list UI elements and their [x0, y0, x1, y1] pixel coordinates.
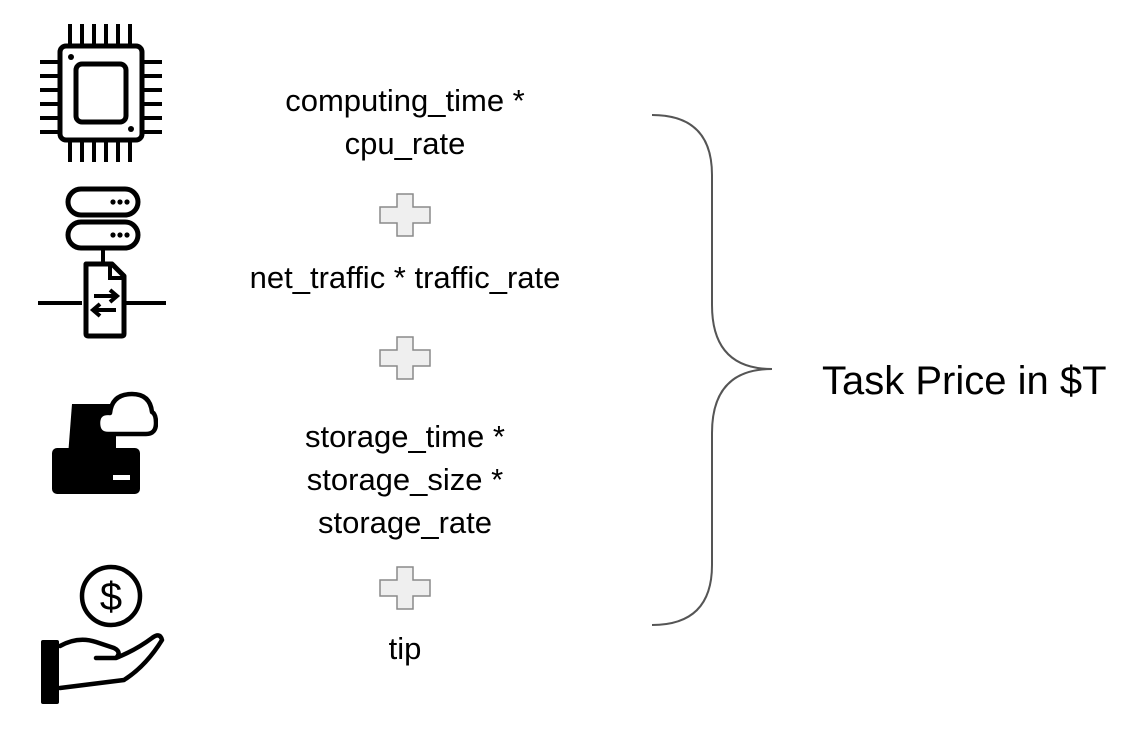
- server-network-transfer-icon: [38, 186, 166, 339]
- term-line: storage_size *: [306, 462, 504, 497]
- term-line: cpu_rate: [344, 126, 466, 161]
- cpu-chip-icon: [40, 24, 162, 162]
- hand-dollar-coin-icon: $: [41, 564, 165, 704]
- storage-cost-term: storage_time * storage_size * storage_ra…: [200, 415, 610, 544]
- term-line: tip: [388, 631, 422, 666]
- plus-icon: [379, 336, 431, 380]
- network-cost-term: net_traffic * traffic_rate: [200, 256, 610, 299]
- plus-icon: [379, 566, 431, 610]
- term-line: computing_time *: [285, 83, 525, 118]
- tip-term: tip: [200, 627, 610, 670]
- task-price-result: Task Price in $T: [822, 359, 1107, 403]
- term-line: storage_time *: [305, 419, 505, 454]
- compute-cost-term: computing_time * cpu_rate: [200, 79, 610, 165]
- svg-text:$: $: [100, 575, 122, 619]
- curly-brace-icon: [651, 114, 773, 626]
- plus-icon: [379, 193, 431, 237]
- cloud-storage-drive-icon: [52, 391, 158, 494]
- term-line: storage_rate: [317, 505, 493, 540]
- term-line: net_traffic * traffic_rate: [249, 260, 561, 295]
